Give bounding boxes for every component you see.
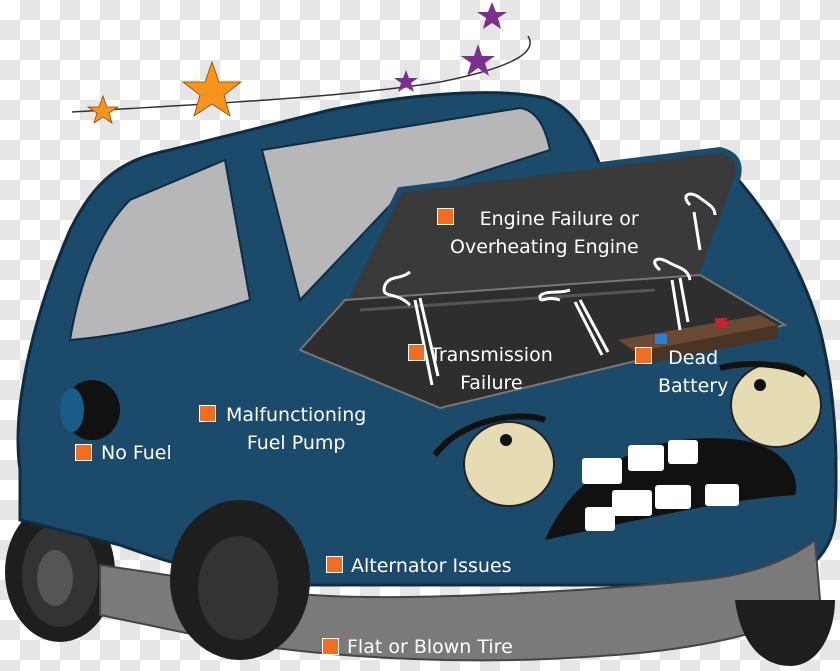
label-fuel-pump-line-1: Malfunctioning [226, 404, 367, 426]
bullet-square-icon [322, 638, 339, 655]
label-transmission-failure: Transmission Failure [430, 341, 553, 397]
label-engine-failure: Engine Failure or Overheating Engine [450, 205, 639, 261]
battery-icon [618, 315, 778, 366]
bullet-square-icon [326, 556, 343, 573]
eyes [432, 361, 822, 507]
bullet-square-icon [75, 444, 92, 461]
dizzy-stars-icon [86, 2, 507, 124]
star-orange-large [181, 60, 243, 117]
grimace-mouth [545, 438, 797, 540]
label-battery-line-2: Battery [658, 375, 729, 397]
label-dead-battery: Dead Battery [658, 344, 728, 400]
label-fuel-pump: Malfunctioning Fuel Pump [226, 401, 366, 457]
bullet-square-icon [199, 405, 216, 422]
star-orange-small [86, 94, 120, 124]
label-alternator: Alternator Issues [351, 555, 512, 577]
bullet-square-icon [437, 208, 454, 225]
star-purple-medium [461, 44, 495, 76]
label-engine-line-2: Overheating Engine [450, 236, 639, 258]
bullet-square-icon [408, 344, 425, 361]
star-purple-top [477, 2, 507, 29]
label-flat-tire: Flat or Blown Tire [347, 636, 513, 658]
steam-icon [382, 192, 717, 386]
front-wheel-right [735, 600, 835, 666]
star-purple-small [394, 70, 418, 92]
engine-bay-rail [359, 288, 656, 312]
front-wheel-left [170, 500, 310, 660]
rear-window [68, 158, 252, 342]
label-fuel-pump-line-2: Fuel Pump [246, 432, 346, 454]
label-battery-line-1: Dead [668, 347, 719, 369]
dizzy-orbit-line [71, 35, 531, 113]
label-engine-line-1: Engine Failure or [479, 208, 639, 230]
label-transmission-line-2: Failure [460, 372, 523, 394]
bullet-square-icon [635, 347, 652, 364]
label-transmission-line-1: Transmission [430, 344, 553, 366]
label-no-fuel: No Fuel [101, 442, 172, 464]
